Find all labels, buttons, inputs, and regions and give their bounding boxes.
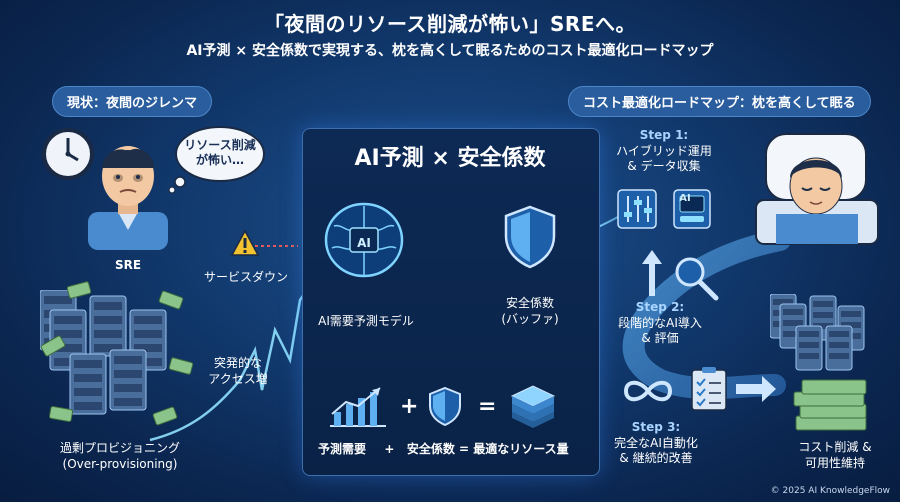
person-icon bbox=[88, 146, 168, 250]
brain-ai-text: AI bbox=[357, 236, 371, 250]
result-line-1: コスト削減 & bbox=[798, 440, 872, 454]
money-icon bbox=[40, 281, 194, 426]
step3-block: Step 3: 完全なAI自動化 & 継続的改善 bbox=[600, 420, 712, 467]
equals-sign: = bbox=[478, 394, 497, 419]
sre-label: SRE bbox=[114, 258, 142, 272]
step1-block: Step 1: ハイブリッド運用 & データ収集 bbox=[616, 128, 712, 175]
step1-line2: & データ収集 bbox=[627, 159, 701, 174]
overprov-line-2: (Over-provisioning) bbox=[62, 456, 178, 471]
step1-title: Step 1: bbox=[639, 128, 689, 142]
result-line-2: 可用性維持 bbox=[804, 455, 865, 470]
arrow-right-icon bbox=[736, 376, 776, 402]
step3-line2: & 継続的改善 bbox=[619, 451, 693, 466]
arrow-up-icon bbox=[642, 250, 662, 296]
formula-term2: 安全係数 bbox=[406, 442, 455, 456]
brain-icon bbox=[324, 202, 404, 278]
formula-term1: 予測需要 bbox=[318, 442, 367, 456]
copyright: © 2025 AI KnowledgeFlow bbox=[770, 486, 890, 496]
formula-plus: + bbox=[384, 442, 395, 456]
service-down-label: サービスダウン bbox=[203, 270, 288, 284]
step2-line2: & 評価 bbox=[641, 331, 679, 346]
plus-sign: + bbox=[400, 394, 419, 419]
step3-line1: 完全なAI自動化 bbox=[614, 435, 698, 450]
chart-icon bbox=[330, 387, 386, 427]
step2-line1: 段階的なAI導入 bbox=[618, 315, 702, 330]
formula-equals: = bbox=[459, 442, 470, 456]
formula-result: 最適なリソース量 bbox=[473, 442, 569, 456]
safety-line-2: (バッファ) bbox=[501, 311, 559, 326]
page-title: 「夜間のリソース削減が怖い」SREへ。 bbox=[264, 12, 636, 36]
clock-icon bbox=[42, 128, 94, 180]
roadmap-header: コスト最適化ロードマップ：枕を高くして眠る bbox=[568, 86, 871, 117]
formula-row: 予測需要 + 安全係数 = 最適なリソース量 bbox=[318, 440, 588, 457]
page-subtitle: AI予測 × 安全係数で実現する、枕を高くして眠るためのコスト最適化ロードマップ bbox=[186, 43, 714, 59]
infinity-icon bbox=[623, 380, 673, 402]
shield-icon bbox=[504, 205, 556, 269]
spike-line-2: アクセス増 bbox=[208, 371, 268, 386]
database-stack-icon bbox=[510, 385, 556, 428]
center-title: AI予測 × 安全係数 bbox=[354, 146, 546, 171]
small-shield-icon bbox=[429, 386, 461, 426]
step2-title: Step 2: bbox=[635, 300, 685, 314]
checklist-icon bbox=[691, 367, 727, 411]
step3-title: Step 3: bbox=[631, 420, 681, 434]
control-panel-icon bbox=[617, 189, 711, 229]
magnifier-icon bbox=[675, 257, 719, 301]
thought-bubble bbox=[168, 126, 265, 194]
step1-panel-text: AI bbox=[679, 193, 691, 204]
ai-model-label: AI需要予測モデル bbox=[318, 314, 414, 328]
step1-line1: ハイブリッド運用 bbox=[616, 143, 712, 158]
step2-block: Step 2: 段階的なAI導入 & 評価 bbox=[608, 300, 712, 347]
cash-stack-icon bbox=[793, 379, 867, 431]
spike-line-1: 突発的な bbox=[213, 356, 262, 370]
sleeping-person-icon bbox=[755, 133, 879, 245]
bubble-line-2: が怖い… bbox=[195, 153, 244, 167]
current-state-header: 現状：夜間のジレンマ bbox=[52, 86, 213, 117]
bubble-line-1: リソース削減 bbox=[184, 138, 256, 152]
warning-icon bbox=[230, 229, 260, 256]
overprov-line-1: 過剰プロビジョニング bbox=[59, 441, 180, 455]
optimized-servers-icon bbox=[770, 294, 865, 371]
safety-line-1: 安全係数 bbox=[505, 296, 554, 310]
